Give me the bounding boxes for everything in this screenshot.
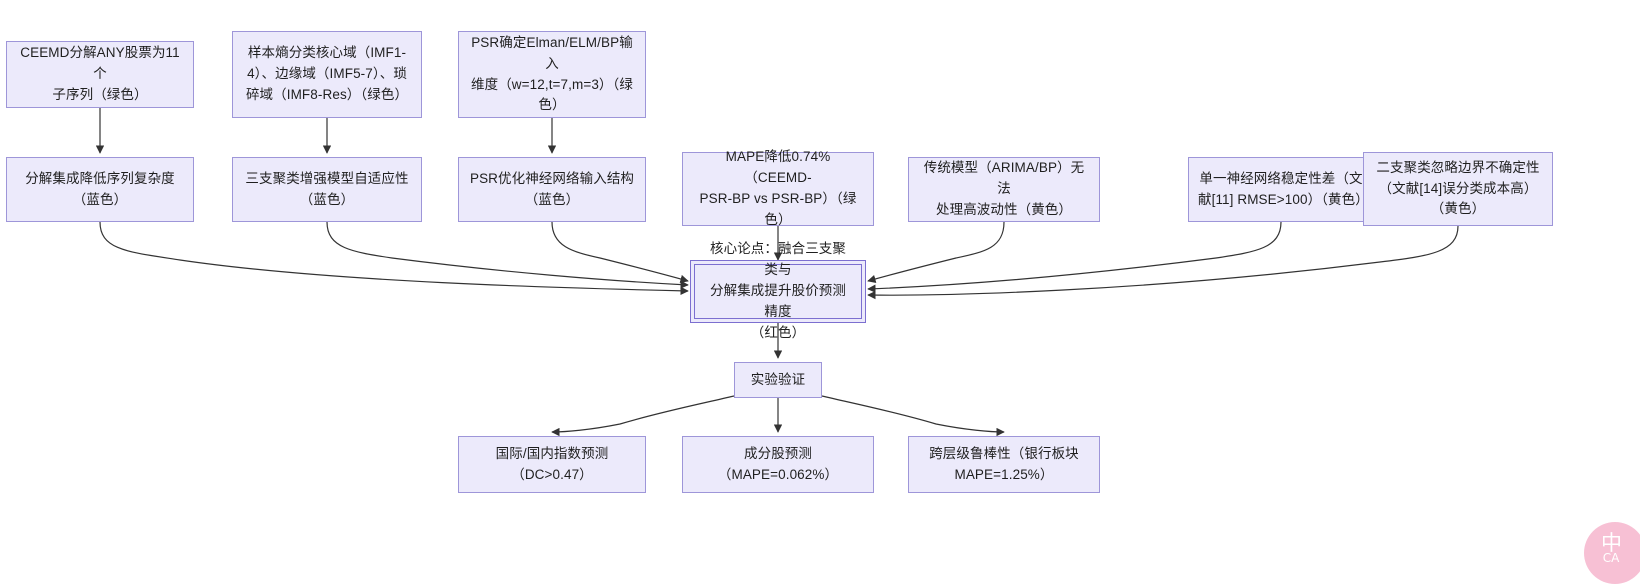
edge-n10-n11: [867, 225, 1459, 300]
node-two-way-clustering-gap[interactable]: 二支聚类忽略边界不确定性 （文献[14]误分类成本高） （黄色）: [1363, 152, 1553, 226]
node-label: 三支聚类增强模型自适应性 （蓝色）: [245, 170, 409, 207]
node-single-network-instability-gap[interactable]: 单一神经网络稳定性差（文 献[11] RMSE>100）（黄色）: [1188, 157, 1374, 222]
watermark-text: 中: [1601, 530, 1622, 555]
edge-n12-n13: [551, 395, 735, 437]
node-label: 分解集成降低序列复杂度 （蓝色）: [25, 170, 175, 207]
node-experimental-validation[interactable]: 实验验证: [734, 362, 822, 398]
node-mape-reduction-evidence[interactable]: MAPE降低0.74%（CEEMD- PSR-BP vs PSR-BP）（绿 色…: [682, 149, 874, 227]
node-three-way-clustering-adaptivity[interactable]: 三支聚类增强模型自适应性 （蓝色）: [232, 157, 422, 222]
node-decomposition-reduces-complexity[interactable]: 分解集成降低序列复杂度 （蓝色）: [6, 157, 194, 222]
edge-n4-n11: [99, 221, 689, 296]
node-ceemd-decomposition[interactable]: CEEMD分解ANY股票为11个 子序列（绿色）: [6, 41, 194, 108]
node-core-thesis[interactable]: 核心论点：融合三支聚类与 分解集成提升股价预测精度 （红色）: [694, 241, 862, 340]
watermark-badge: 中 CA: [1584, 522, 1640, 584]
node-label: PSR确定Elman/ELM/BP输入 维度（w=12,t=7,m=3）（绿 色…: [471, 34, 633, 113]
node-label: 二支聚类忽略边界不确定性 （文献[14]误分类成本高） （黄色）: [1376, 159, 1540, 217]
node-constituent-stock-result[interactable]: 成分股预测 （MAPE=0.062%）: [682, 436, 874, 493]
node-label: 实验验证: [750, 371, 806, 387]
edge-n8-n11: [867, 221, 1005, 284]
node-label: 单一神经网络稳定性差（文 献[11] RMSE>100）（黄色）: [1198, 170, 1369, 207]
node-traditional-model-gap[interactable]: 传统模型（ARIMA/BP）无法 处理高波动性（黄色）: [908, 157, 1100, 222]
watermark-inner: 中 CA: [1601, 532, 1622, 565]
watermark-subtext: CA: [1602, 550, 1620, 565]
node-cross-level-robustness-result[interactable]: 跨层级鲁棒性（银行板块 MAPE=1.25%）: [908, 436, 1100, 493]
edge-n5-n11: [326, 221, 689, 289]
edge-n12-n15: [821, 395, 1005, 437]
node-label: 成分股预测 （MAPE=0.062%）: [717, 445, 839, 482]
node-psr-optimizes-network-structure[interactable]: PSR优化神经网络输入结构 （蓝色）: [458, 157, 646, 222]
node-label: 核心论点：融合三支聚类与 分解集成提升股价预测精度 （红色）: [710, 241, 846, 340]
node-index-prediction-result[interactable]: 国际/国内指数预测 （DC>0.47）: [458, 436, 646, 493]
edge-n6-n11: [551, 221, 689, 284]
node-label: MAPE降低0.74%（CEEMD- PSR-BP vs PSR-BP）（绿 色…: [699, 149, 857, 227]
node-sample-entropy-classification[interactable]: 样本熵分类核心域（IMF1- 4）、边缘域（IMF5-7）、琐 碎域（IMF8-…: [232, 31, 422, 118]
node-label: 传统模型（ARIMA/BP）无法 处理高波动性（黄色）: [923, 160, 1085, 217]
node-label: CEEMD分解ANY股票为11个 子序列（绿色）: [20, 45, 180, 102]
node-label: 样本熵分类核心域（IMF1- 4）、边缘域（IMF5-7）、琐 碎域（IMF8-…: [245, 45, 409, 102]
node-psr-input-dimension[interactable]: PSR确定Elman/ELM/BP输入 维度（w=12,t=7,m=3）（绿 色…: [458, 31, 646, 118]
node-label: 跨层级鲁棒性（银行板块 MAPE=1.25%）: [929, 445, 1079, 482]
node-label: PSR优化神经网络输入结构 （蓝色）: [469, 170, 635, 207]
node-label: 国际/国内指数预测 （DC>0.47）: [495, 445, 609, 482]
edge-n9-n11: [867, 221, 1282, 293]
